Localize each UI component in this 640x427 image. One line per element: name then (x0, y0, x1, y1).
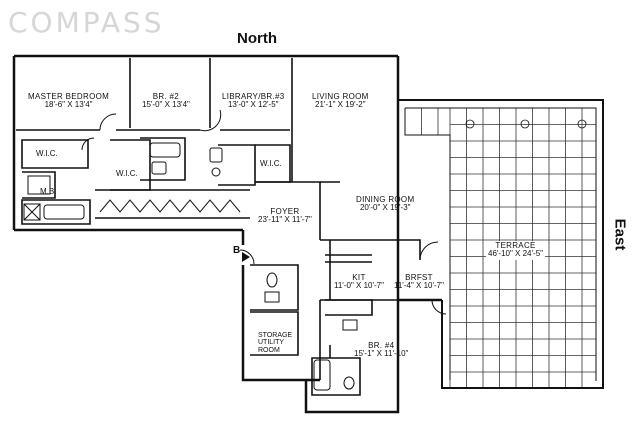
east-label: East (611, 218, 629, 251)
master-vanity (27, 175, 51, 195)
terrace-grid (398, 99, 604, 389)
storage-line-1: STORAGE (258, 332, 293, 339)
room-dims: 11'-4" X 10'-7" (394, 281, 444, 291)
library-toilet (211, 167, 221, 177)
wic-library-label: W.I.C. (260, 159, 282, 168)
master-shower (23, 203, 41, 221)
room-name: BR. #2 (152, 92, 180, 101)
br2-sink (151, 161, 167, 175)
storage-line-2: UTILITY (258, 339, 285, 347)
terrace-drain-icon (465, 119, 475, 129)
room-dims: 18'-6" X 13'4" (44, 100, 93, 110)
library-sink (209, 147, 223, 163)
room-name: TERRACE (495, 241, 536, 250)
room-name: LIVING ROOM (312, 92, 369, 101)
compass-logo: COMPASS (8, 6, 165, 39)
room-dims: 15'-1" X 11'-10" (354, 349, 409, 359)
fixtures (23, 109, 447, 391)
interior-walls (16, 58, 440, 396)
powder-sink (264, 291, 280, 303)
room-kit: KIT 11'-0" X 10'-7" (334, 273, 384, 291)
master-tub (43, 204, 85, 220)
terrace-border (398, 99, 604, 389)
walls (12, 54, 442, 414)
mb-label: M.B. (40, 187, 57, 196)
kitchen-sink (342, 319, 358, 331)
room-dining: DINING ROOM 20'-0" X 19'-3" (356, 195, 415, 213)
br2-tub (149, 142, 181, 158)
wic-master-label: W.I.C. (36, 149, 58, 158)
room-dims: 46'-10" X 24'-5" (488, 249, 543, 259)
br4-toilet (343, 376, 355, 390)
storage-line-3: ROOM (258, 346, 280, 354)
wic-br2-label: W.I.C. (116, 169, 138, 178)
terrace-parapet (405, 107, 597, 381)
room-master-bedroom: MASTER BEDROOM 18'-6" X 13'4" (28, 92, 110, 110)
powder-toilet (266, 272, 278, 288)
room-living: LIVING ROOM 21'-1" X 19'-2" (312, 92, 369, 110)
room-name: DINING ROOM (356, 195, 415, 204)
north-label: North (237, 30, 277, 47)
room-library: LIBRARY/BR.#3 13'-0" X 12'-5" (222, 92, 285, 110)
room-brfst: BRFST 11'-4" X 10'-7" (394, 273, 444, 291)
room-dims: 13'-0" X 12'-5" (227, 100, 279, 110)
entry-label: B (233, 245, 241, 256)
room-br2: BR. #2 15'-0" X 13'4" (142, 92, 190, 110)
terrace-drain-icon (520, 119, 530, 129)
room-dims: 15'-0" X 13'4" (142, 100, 190, 110)
room-br4: BR. #4 15'-1" X 11'-10" (354, 341, 409, 359)
room-name: BR. #4 (368, 341, 395, 350)
room-terrace: TERRACE 46'-10" X 24'-5" (486, 241, 545, 260)
closet-doors (99, 199, 241, 213)
room-name: MASTER BEDROOM (28, 92, 110, 101)
room-dims: 11'-0" X 10'-7" (334, 281, 384, 291)
room-dims: 21'-1" X 19'-2" (315, 100, 366, 110)
entry-arrow (242, 252, 250, 262)
terrace-drain-icon (577, 119, 587, 129)
room-name: KIT (352, 273, 366, 282)
storage-label: STORAGE UTILITY ROOM (258, 332, 292, 354)
room-foyer: FOYER 23'-11" X 11'-7" (258, 207, 312, 225)
room-dims: 20'-0" X 19'-3" (359, 203, 411, 213)
room-dims: 23'-11" X 11'-7" (258, 215, 312, 225)
room-name: BRFST (405, 273, 433, 282)
room-name: LIBRARY/BR.#3 (222, 92, 285, 101)
terrace-inner-edge (404, 108, 451, 380)
room-name: FOYER (270, 207, 300, 216)
br4-tub (313, 359, 331, 391)
